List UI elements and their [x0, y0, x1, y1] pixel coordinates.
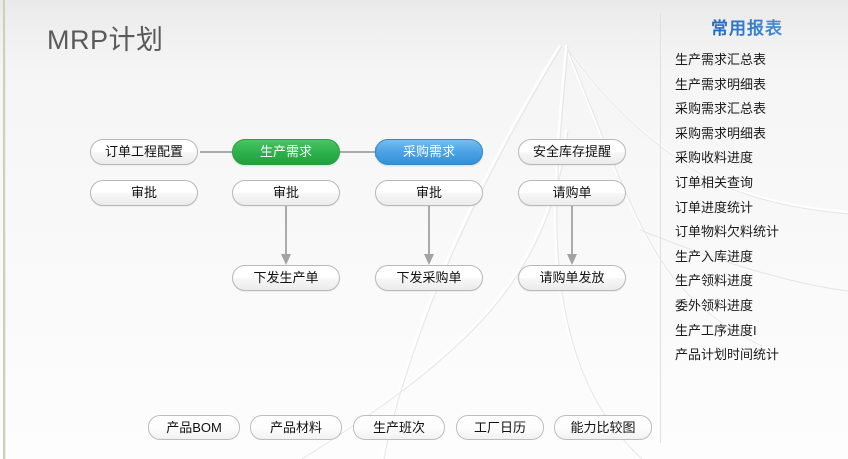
report-list-item[interactable]: 生产入库进度: [675, 248, 754, 264]
common-reports-title: 常用报表: [662, 14, 846, 39]
report-list-item[interactable]: 生产需求明细表: [675, 76, 767, 92]
report-list-item[interactable]: 订单物料欠料统计: [675, 224, 780, 240]
sidebar-divider: [660, 13, 661, 443]
tool-capacity-comparison-chart[interactable]: 能力比较图: [554, 415, 652, 440]
left-border-rule: [3, 0, 5, 459]
report-list-item[interactable]: 委外领料进度: [675, 297, 754, 313]
report-list-item[interactable]: 生产需求汇总表: [675, 52, 767, 67]
node-purchase-requisition[interactable]: 请购单: [518, 180, 626, 206]
arrow-production-approval-to-order: [281, 200, 291, 265]
common-reports-list: 生产需求汇总表生产需求明细表采购需求汇总表采购需求明细表采购收料进度订单相关查询…: [662, 48, 846, 368]
node-order-engineering-config[interactable]: 订单工程配置: [90, 139, 198, 165]
tool-product-bom[interactable]: 产品BOM: [148, 415, 240, 440]
report-list-item[interactable]: 生产领料进度: [675, 273, 754, 289]
report-list-item[interactable]: 产品计划时间统计: [675, 347, 780, 363]
report-list-item[interactable]: 订单进度统计: [675, 199, 754, 215]
node-production-approval[interactable]: 审批: [232, 180, 340, 206]
node-purchase-demand[interactable]: 采购需求: [375, 139, 483, 165]
common-reports-panel: 常用报表 生产需求汇总表生产需求明细表采购需求汇总表采购需求明细表采购收料进度订…: [662, 14, 846, 444]
report-list-item[interactable]: 采购需求汇总表: [675, 101, 767, 117]
node-issue-production-order[interactable]: 下发生产单: [232, 265, 340, 291]
node-requisition-release[interactable]: 请购单发放: [518, 265, 626, 291]
report-list-item[interactable]: 采购需求明细表: [675, 125, 767, 141]
report-list-item[interactable]: 订单相关查询: [675, 174, 754, 190]
node-issue-purchase-order[interactable]: 下发采购单: [375, 265, 483, 291]
tool-product-material[interactable]: 产品材料: [250, 415, 342, 440]
arrow-requisition-to-release: [567, 200, 577, 265]
node-purchase-approval[interactable]: 审批: [375, 180, 483, 206]
tool-factory-calendar[interactable]: 工厂日历: [456, 415, 544, 440]
left-border-rule-inner: [5, 0, 6, 459]
tool-production-shift[interactable]: 生产班次: [353, 415, 445, 440]
report-list-item[interactable]: 生产工序进度I: [675, 322, 757, 338]
mrp-flowchart: 订单工程配置 生产需求 采购需求 安全库存提醒 审批 审批 审批 请购单 下发生…: [90, 139, 652, 440]
node-order-approval[interactable]: 审批: [90, 180, 198, 206]
report-list-item[interactable]: 采购收料进度: [675, 150, 754, 166]
page-title: MRP计划: [47, 25, 164, 55]
node-safety-stock-alert[interactable]: 安全库存提醒: [518, 139, 626, 165]
node-production-demand[interactable]: 生产需求: [232, 139, 340, 165]
arrow-purchase-approval-to-order: [424, 200, 434, 265]
